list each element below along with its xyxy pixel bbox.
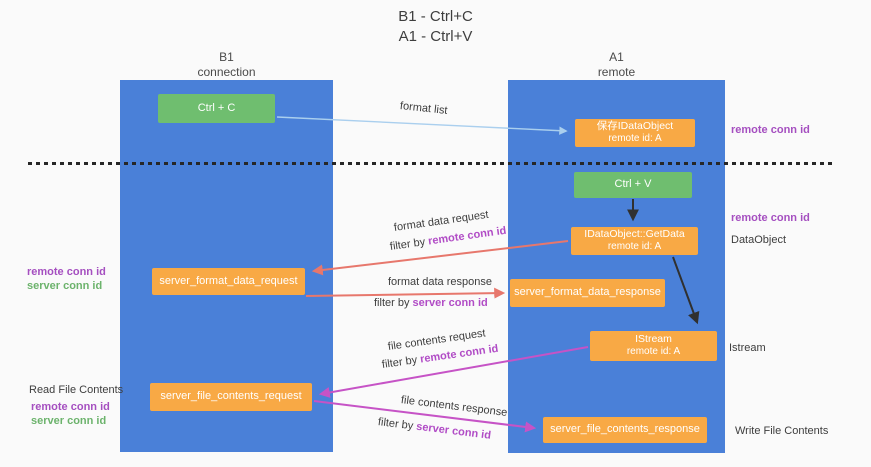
lane-header-a1: A1 remote [508, 50, 725, 80]
diagram-title: B1 - Ctrl+C A1 - Ctrl+V [0, 7, 871, 47]
node-server-file-contents-request-label: server_file_contents_request [160, 390, 302, 403]
filter-by-text: filter by [374, 297, 410, 309]
node-ctrl-v: Ctrl + V [574, 172, 692, 198]
annotation-remote-conn-id-top-right: remote conn id [731, 124, 810, 136]
lane-a1-name: A1 [609, 50, 624, 64]
node-idataobject-getdata: IDataObject::GetData remote id: A [571, 227, 698, 255]
filter-by-text: filter by [389, 236, 426, 253]
flow-label-format-data-response: format data response [388, 276, 492, 288]
filter-key-remote-conn-id: remote conn id [427, 224, 508, 248]
annotation-write-file-contents: Write File Contents [735, 425, 829, 437]
node-server-format-data-request-label: server_format_data_request [159, 274, 298, 287]
lane-header-b1: B1 connection [120, 50, 333, 80]
lane-b1-name: B1 [219, 50, 234, 64]
lane-a1-role: remote [597, 65, 636, 79]
node-save-idataobject: 保存IDataObject remote id: A [575, 119, 695, 147]
node-ctrl-c: Ctrl + C [158, 94, 275, 123]
node-server-file-contents-response: server_file_contents_response [543, 417, 707, 443]
filter-by-text: filter by [377, 416, 414, 433]
filter-key-server-conn-id: server conn id [412, 297, 488, 309]
arrow-format-data-response [305, 287, 506, 299]
filter-key-server-conn-id: server conn id [415, 420, 492, 442]
node-ctrl-v-label: Ctrl + V [614, 178, 652, 191]
flow-label-file-contents-response-filter: filter by server conn id [377, 416, 491, 442]
node-server-format-data-request: server_format_data_request [152, 268, 305, 295]
flow-label-format-data-response-filter: filter by server conn id [374, 297, 488, 309]
annotation-read-file-contents: Read File Contents [29, 384, 124, 396]
node-server-format-data-response-label: server_format_data_response [514, 286, 661, 299]
node-server-file-contents-request: server_file_contents_request [150, 383, 312, 411]
node-server-file-contents-response-label: server_file_contents_response [550, 423, 700, 436]
annotation-remote-conn-id-left: remote conn id [27, 266, 106, 278]
node-server-format-data-response: server_format_data_response [510, 279, 665, 307]
flow-label-file-contents-response: file contents response [400, 394, 508, 419]
node-istream-line2: remote id: A [626, 346, 681, 358]
node-save-idataobject-line2: remote id: A [608, 133, 662, 145]
session-divider-dashed-line [28, 162, 833, 165]
node-istream: IStream remote id: A [590, 331, 717, 361]
title-line-1: B1 - Ctrl+C [398, 8, 473, 25]
node-ctrl-c-label: Ctrl + C [197, 101, 236, 114]
flow-label-format-list: format list [399, 100, 449, 117]
annotation-istream: Istream [729, 342, 766, 354]
node-idataobject-getdata-line2: remote id: A [607, 241, 662, 253]
node-idataobject-getdata-line1: IDataObject::GetData [584, 228, 685, 241]
node-istream-line1: IStream [635, 333, 672, 346]
node-save-idataobject-line1: 保存IDataObject [596, 120, 674, 133]
annotation-dataobject: DataObject [731, 234, 787, 246]
lane-b1-role: connection [197, 65, 256, 79]
filter-by-text: filter by [381, 354, 418, 371]
annotation-remote-conn-id-bottom-left: remote conn id [31, 401, 110, 413]
annotation-remote-conn-id-mid-right: remote conn id [731, 212, 810, 224]
annotation-server-conn-id-bottom-left: server conn id [31, 415, 107, 427]
annotation-server-conn-id-left: server conn id [27, 280, 103, 292]
title-line-2: A1 - Ctrl+V [398, 27, 473, 45]
